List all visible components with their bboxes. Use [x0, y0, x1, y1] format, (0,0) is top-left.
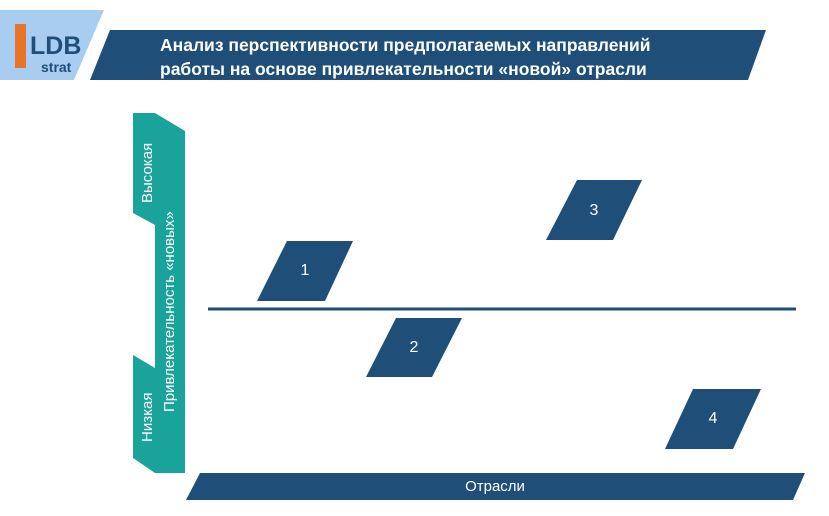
y-axis-band	[133, 113, 185, 473]
item-4-label: 4	[708, 410, 718, 427]
item-2-label: 2	[409, 339, 419, 356]
item-3-shape	[546, 180, 642, 240]
title-line-2: работы на основе привлекательности «ново…	[160, 59, 647, 79]
y-axis-low-label: Низкая	[139, 392, 156, 442]
x-axis-label: Отрасли	[465, 478, 525, 495]
item-4-shape	[665, 389, 761, 449]
item-2-shape	[366, 318, 462, 377]
item-1-label: 1	[300, 262, 310, 279]
y-axis-title: Привлекательность «новых»	[161, 211, 178, 412]
logo-accent-bar	[15, 24, 26, 68]
x-axis-band	[186, 473, 805, 500]
title-line-1: Анализ перспективности предполагаемых на…	[160, 35, 651, 55]
page-title: Анализ перспективности предполагаемых на…	[160, 33, 740, 81]
logo-line2: strat	[41, 59, 72, 75]
logo-line1: LDB	[30, 32, 81, 60]
title-banner	[90, 30, 766, 80]
logo: LDB strat	[0, 10, 104, 80]
y-axis-high-label: Высокая	[139, 142, 156, 203]
item-3-label: 3	[589, 202, 599, 219]
item-1-shape	[257, 241, 353, 301]
